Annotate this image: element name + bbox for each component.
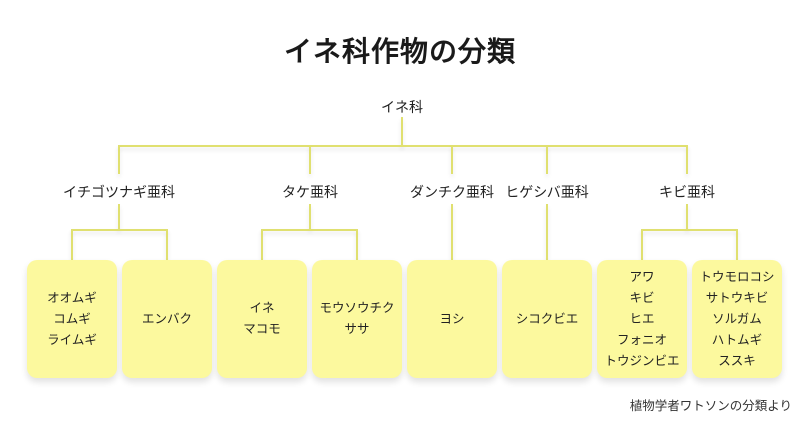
connector-to-box-7: [641, 229, 643, 260]
box-item: ススキ: [718, 353, 756, 368]
box-item: ハトムギ: [711, 332, 763, 347]
connector-drop-subfamily-4: [546, 145, 548, 174]
box-item: マコモ: [243, 322, 281, 336]
box-item: ササ: [344, 322, 370, 336]
connector-to-box-6: [546, 204, 548, 260]
box-item: トウモロコシ: [699, 269, 775, 284]
box-item: モウソウチク: [319, 301, 395, 315]
box-item: シコクビエ: [515, 311, 579, 326]
box-item: ライムギ: [47, 332, 97, 347]
box-item: コムギ: [53, 311, 91, 326]
connector-drop-subfamily-1: [118, 145, 120, 174]
box-item: ヒエ: [629, 311, 655, 326]
box-item: トウジンビエ: [604, 353, 680, 368]
connector-drop-subfamily-3: [451, 145, 453, 174]
connector-to-box-8: [736, 229, 738, 260]
leaf-box-finger-millet: シコクビエ: [502, 260, 592, 378]
box-item: サトウキビ: [705, 290, 769, 305]
subfamily-label-5: キビ亜科: [659, 184, 715, 200]
subfamily-label-4: ヒゲシバ亜科: [505, 184, 589, 200]
leaf-box-bamboo: モウソウチク ササ: [312, 260, 402, 378]
box-item: ソルガム: [712, 311, 762, 326]
connector-drop-subfamily-5: [686, 145, 688, 174]
leaf-box-rice: イネ マコモ: [217, 260, 307, 378]
connector-to-box-5: [451, 204, 453, 260]
root-node-label: イネ科: [381, 99, 423, 115]
leaf-box-millets: アワ キビ ヒエ フォニオ トウジンビエ: [597, 260, 687, 378]
connector-root-drop: [401, 117, 403, 147]
connector-subfamily5-drop: [686, 204, 688, 230]
box-item: エンバク: [141, 311, 192, 326]
box-item: ヨシ: [439, 311, 465, 326]
subfamily-label-3: ダンチク亜科: [410, 184, 494, 200]
leaf-box-reed: ヨシ: [407, 260, 497, 378]
box-item: オオムギ: [47, 290, 97, 305]
box-item: アワ: [629, 269, 655, 284]
footer-note: 植物学者ワトソンの分類より: [629, 399, 792, 413]
connector-subfamily5-bus: [641, 229, 738, 231]
connector-subfamily1-bus: [71, 229, 168, 231]
leaf-box-maize-group: トウモロコシ サトウキビ ソルガム ハトムギ ススキ: [692, 260, 782, 378]
leaf-box-pooideae-cereals: オオムギ コムギ ライムギ: [27, 260, 117, 378]
connector-subfamily2-drop: [309, 204, 311, 230]
leaf-box-oat: エンバク: [122, 260, 212, 378]
connector-subfamily2-bus: [261, 229, 358, 231]
subfamily-label-1: イチゴツナギ亜科: [63, 184, 175, 200]
subfamily-label-2: タケ亜科: [282, 184, 338, 200]
connector-to-box-4: [356, 229, 358, 260]
page-title: イネ科作物の分類: [283, 36, 516, 67]
box-item: キビ: [629, 290, 655, 305]
box-item: フォニオ: [616, 332, 667, 347]
box-item: イネ: [249, 301, 275, 315]
connector-drop-subfamily-2: [309, 145, 311, 174]
connector-level1-bus: [118, 145, 688, 147]
connector-to-box-2: [166, 229, 168, 260]
connector-subfamily1-drop: [118, 204, 120, 230]
connector-to-box-3: [261, 229, 263, 260]
connector-to-box-1: [71, 229, 73, 260]
